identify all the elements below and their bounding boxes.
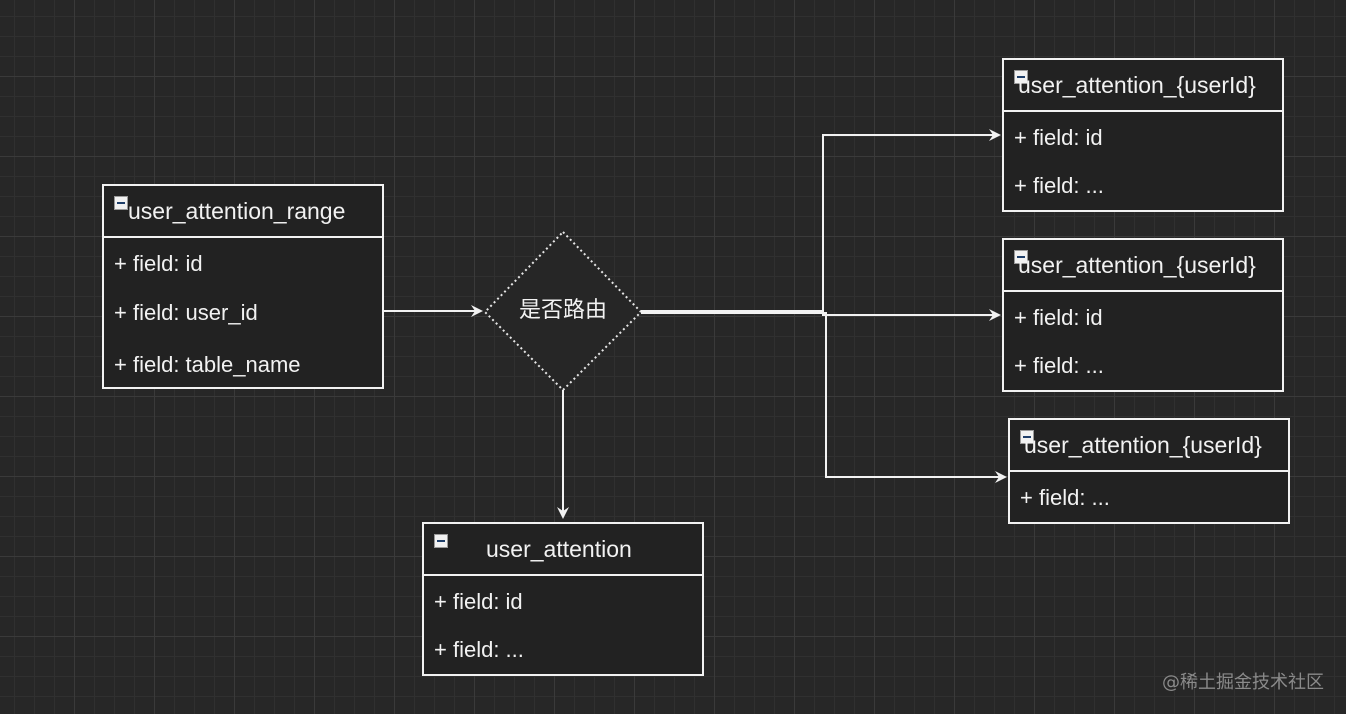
class-header: user_attention_range: [104, 186, 382, 238]
class-field: + field: id: [114, 251, 203, 276]
collapse-icon[interactable]: [1014, 250, 1028, 264]
class-name: user_attention_{userId}: [1018, 72, 1256, 98]
class-shard-3[interactable]: user_attention_{userId} + field: ...: [1008, 418, 1290, 524]
class-shard-1[interactable]: user_attention_{userId} + field: id + fi…: [1002, 58, 1284, 212]
class-field: + field: ...: [1020, 485, 1110, 510]
collapse-icon[interactable]: [114, 196, 128, 210]
class-name: user_attention: [486, 536, 632, 562]
collapse-icon[interactable]: [1020, 430, 1034, 444]
class-header: user_attention: [424, 524, 702, 576]
class-field: + field: id: [434, 589, 523, 614]
class-name: user_attention_range: [128, 198, 346, 224]
connector-decision-to-shard-2: [641, 309, 1001, 321]
class-field: + field: id: [1014, 125, 1103, 150]
class-name: user_attention_{userId}: [1018, 252, 1256, 278]
class-user-attention[interactable]: user_attention + field: id + field: ...: [422, 522, 704, 676]
class-field: + field: table_name: [114, 352, 301, 377]
class-header: user_attention_{userId}: [1010, 420, 1288, 472]
class-field: + field: ...: [1014, 173, 1104, 198]
class-field: + field: id: [1014, 305, 1103, 330]
watermark: @稀土掘金技术社区: [1162, 672, 1324, 693]
decision-diamond[interactable]: [483, 230, 643, 392]
collapse-icon[interactable]: [434, 534, 448, 548]
connector-decision-to-shard-3: [823, 312, 1007, 483]
class-name: user_attention_{userId}: [1024, 432, 1262, 458]
class-user-attention-range[interactable]: user_attention_range + field: id + field…: [102, 184, 384, 389]
class-header: user_attention_{userId}: [1004, 240, 1282, 292]
class-header: user_attention_{userId}: [1004, 60, 1282, 112]
class-field: + field: ...: [434, 637, 524, 662]
class-shard-2[interactable]: user_attention_{userId} + field: id + fi…: [1002, 238, 1284, 392]
collapse-icon[interactable]: [1014, 70, 1028, 84]
decision-label: 是否路由: [518, 298, 607, 323]
connector-decision-to-shard-1: [641, 129, 1001, 312]
class-field: + field: user_id: [114, 300, 258, 325]
class-field: + field: ...: [1014, 353, 1104, 378]
